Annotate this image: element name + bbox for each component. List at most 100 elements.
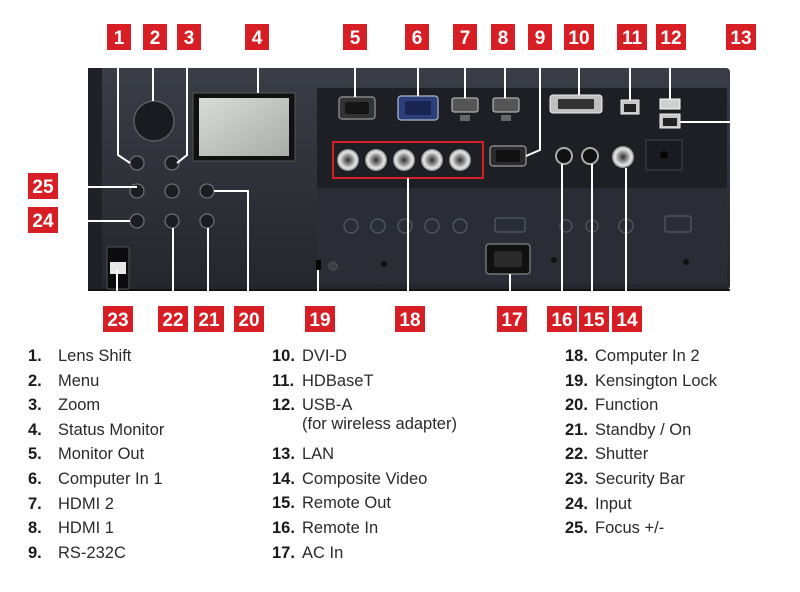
callout-badge-14: 14 <box>612 306 642 332</box>
callout-number: 5 <box>350 28 361 49</box>
legend-label: Menu <box>58 372 99 391</box>
callout-number: 20 <box>238 310 259 331</box>
legend-label-text: Lens Shift <box>58 347 132 365</box>
security-bar-highlight <box>110 262 126 274</box>
bnc-connector <box>337 149 359 171</box>
legend-label-text: Input <box>595 494 632 513</box>
legend-label-text: Menu <box>58 371 100 390</box>
legend-label: Security Bar <box>595 470 685 489</box>
remote-in-jack <box>555 147 573 165</box>
legend-label: Standby / On <box>595 421 691 440</box>
legend-number: 1. <box>28 347 42 365</box>
panel-plate-hole <box>660 151 668 159</box>
callout-badge-4: 4 <box>245 24 269 50</box>
connector-bay <box>317 88 727 188</box>
callout-number: 10 <box>568 28 589 49</box>
bnc-connector <box>421 149 443 171</box>
legend-label-text: Computer In 1 <box>58 469 163 488</box>
callout-badge-22: 22 <box>158 306 188 332</box>
legend-label: LAN <box>302 445 334 464</box>
legend-label: HDMI 1 <box>58 519 114 538</box>
legend-label: Focus +/- <box>595 519 664 538</box>
kensington-lock-slot <box>316 260 321 270</box>
legend-number: 18. <box>565 347 588 365</box>
legend-item: 20. Function <box>565 396 717 421</box>
body-left-edge <box>88 68 102 290</box>
legend-item: 8.HDMI 1 <box>28 519 164 544</box>
legend-number: 9. <box>28 543 42 562</box>
legend-label-text: Security Bar <box>595 469 685 488</box>
bnc-connector <box>365 149 387 171</box>
legend-item: 4.Status Monitor <box>28 421 164 446</box>
zoom-button[interactable] <box>164 155 180 171</box>
legend-label: RS-232C <box>58 544 126 563</box>
computer-in-2-connectors <box>337 149 471 171</box>
remote-out-jack <box>581 147 599 165</box>
legend-label-text: Shutter <box>595 445 649 464</box>
control-button-mid[interactable] <box>164 183 180 199</box>
legend-label: HDMI 2 <box>58 495 114 514</box>
legend-label: Kensington Lock <box>595 372 717 391</box>
hdmi-1-screw <box>501 115 511 121</box>
callout-number: 23 <box>107 310 128 331</box>
callout-badge-25: 25 <box>28 173 58 199</box>
callout-badge-24: 24 <box>28 207 58 233</box>
legend-item: 10. DVI-D <box>272 347 457 372</box>
legend-number: 10. <box>272 347 295 365</box>
legend-item: 23.Security Bar <box>565 470 717 495</box>
bnc-connector <box>449 149 471 171</box>
hdmi-2-screw <box>460 115 470 121</box>
legend-label-text: Kensington Lock <box>595 371 718 390</box>
legend-label: Computer In 1 <box>58 470 163 489</box>
callout-number: 24 <box>32 211 54 232</box>
callout-badge-2: 2 <box>143 24 167 50</box>
legend-label-text: AC In <box>302 543 344 562</box>
callout-number: 4 <box>252 28 263 49</box>
legend-label: Input <box>595 495 632 514</box>
legend-item: 2.Menu <box>28 372 164 397</box>
panel-screw <box>683 259 689 265</box>
legend-number: 4. <box>28 420 42 439</box>
legend-label: HDBaseT <box>302 372 374 391</box>
legend-label: DVI-D <box>302 347 347 366</box>
legend-number: 22. <box>565 445 588 464</box>
callout-number: 13 <box>730 28 751 49</box>
legend-label: Remote Out <box>302 494 391 513</box>
legend-label-text: Focus +/- <box>595 519 665 538</box>
callout-badge-7: 7 <box>453 24 477 50</box>
legend-label-text: Remote Out <box>302 494 391 513</box>
callout-number: 6 <box>412 28 423 49</box>
legend-label-text: HDMI 1 <box>58 519 114 538</box>
legend-item: 16.Remote In <box>272 519 457 544</box>
callout-number: 14 <box>616 310 638 331</box>
legend-item: 21.Standby / On <box>565 421 717 446</box>
leader-lines <box>56 50 741 300</box>
legend-number: 17. <box>272 543 295 562</box>
composite-video-jack <box>612 146 634 168</box>
legend-item: 3.Zoom <box>28 396 164 421</box>
lan-jack <box>663 118 677 126</box>
legend-label-text: Remote In <box>302 518 379 537</box>
legend-number: 11. <box>272 371 295 390</box>
callout-number: 11 <box>622 28 643 49</box>
legend-number: 12. <box>272 396 295 415</box>
legend-item: 14.Composite Video <box>272 470 457 495</box>
control-buttons <box>129 155 215 229</box>
callout-number: 21 <box>198 310 220 331</box>
legend-label: Function <box>595 396 658 415</box>
legend-item: 15.Remote Out <box>272 494 457 519</box>
legend-item: 7.HDMI 2 <box>28 495 164 520</box>
legend-item: 22. Shutter <box>565 445 717 470</box>
legend-item: 5.Monitor Out <box>28 445 164 470</box>
legend-number: 25. <box>565 519 588 538</box>
legend-item: 9. RS-232C <box>28 544 164 569</box>
hdbaset-jack <box>624 104 636 112</box>
kensington-lock-mark <box>328 261 338 271</box>
callout-number: 9 <box>535 28 546 49</box>
legend-label: Shutter <box>595 445 648 464</box>
callout-badge-8: 8 <box>491 24 515 50</box>
legend-number: 20. <box>565 396 588 415</box>
callout-number: 8 <box>498 28 509 49</box>
